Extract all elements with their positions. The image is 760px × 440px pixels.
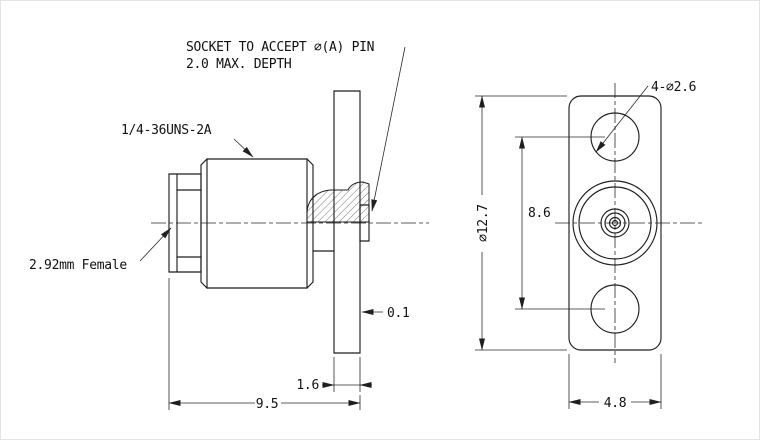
dim-flange-dia-value: ∅12.7 bbox=[476, 204, 491, 242]
flange-plate bbox=[333, 90, 361, 354]
dim-overall-length-value: 9.5 bbox=[256, 397, 279, 412]
dim-step-value: 0.1 bbox=[387, 306, 410, 321]
center-interface-circles bbox=[572, 180, 658, 266]
coupling-nut bbox=[200, 158, 314, 289]
holes-leader bbox=[595, 85, 649, 153]
annotations: SOCKET TO ACCEPT ∅(A) PIN 2.0 MAX. DEPTH… bbox=[29, 40, 696, 273]
socket-note-line1: SOCKET TO ACCEPT ∅(A) PIN bbox=[186, 40, 374, 55]
flange-outline bbox=[568, 95, 662, 351]
holes-label: 4-∅2.6 bbox=[651, 80, 696, 95]
dim-flange-thickness-value: 1.6 bbox=[296, 378, 319, 393]
socket-note-leader bbox=[371, 46, 406, 212]
dim-flange-width-value: 4.8 bbox=[604, 396, 627, 411]
connector-label: 2.92mm Female bbox=[29, 258, 127, 273]
dim-hole-spacing-value: 8.6 bbox=[528, 206, 551, 221]
face-view bbox=[555, 83, 705, 363]
face-view-dimensions: ∅12.7 8.6 4.8 bbox=[475, 95, 662, 411]
side-view bbox=[151, 90, 429, 354]
socket-note-line2: 2.0 MAX. DEPTH bbox=[186, 57, 291, 72]
connector-leader bbox=[139, 227, 172, 262]
socket-section-hatch bbox=[306, 181, 370, 223]
side-view-dimensions: 0.1 1.6 9.5 bbox=[168, 278, 410, 412]
thread-label: 1/4-36UNS-2A bbox=[121, 123, 212, 138]
thread-leader bbox=[233, 138, 254, 158]
